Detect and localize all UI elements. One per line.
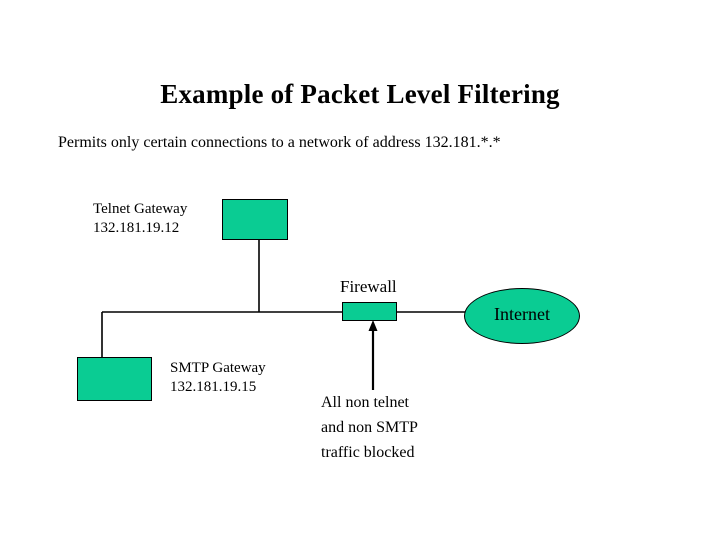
smtp-gateway-label: SMTP Gateway 132.181.19.15 bbox=[170, 359, 266, 397]
telnet-gateway-label: Telnet Gateway 132.181.19.12 bbox=[93, 200, 187, 238]
telnet-gateway-node bbox=[222, 199, 288, 240]
telnet-gateway-name: Telnet Gateway bbox=[93, 201, 188, 217]
telnet-gateway-address: 132.181.19.12 bbox=[93, 220, 180, 236]
internet-node-label: Internet bbox=[494, 304, 550, 324]
slide-subtitle: Permits only certain connections to a ne… bbox=[58, 134, 501, 151]
smtp-gateway-node bbox=[77, 357, 152, 401]
page-title: Example of Packet Level Filtering bbox=[160, 79, 560, 109]
blocked-traffic-line-1: All non telnet bbox=[321, 394, 409, 411]
firewall-node bbox=[342, 302, 397, 321]
blocked-traffic-arrow-head bbox=[368, 320, 378, 331]
smtp-gateway-address: 132.181.19.15 bbox=[170, 379, 257, 395]
blocked-traffic-line-3: traffic blocked bbox=[321, 444, 415, 461]
blocked-traffic-line-2: and non SMTP bbox=[321, 419, 418, 436]
smtp-gateway-name: SMTP Gateway bbox=[170, 360, 266, 376]
firewall-label: Firewall bbox=[340, 277, 397, 296]
blocked-traffic-annotation: All non telnet and non SMTP traffic bloc… bbox=[321, 390, 418, 465]
internet-node bbox=[464, 288, 580, 344]
